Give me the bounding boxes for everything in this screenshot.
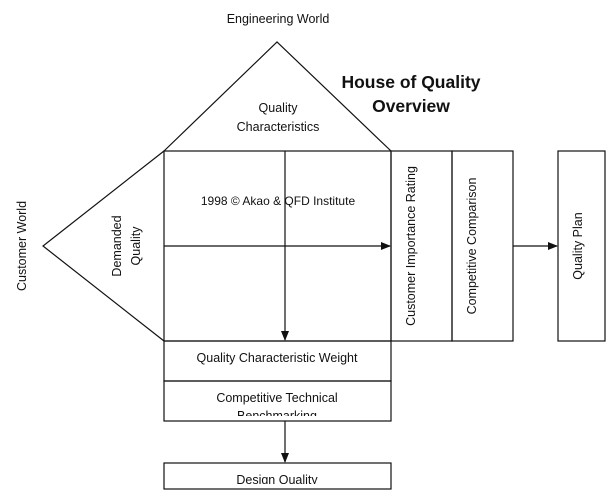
- left-triangle: [42, 150, 165, 342]
- design-quality-box: [163, 462, 392, 490]
- design-quality-label: Design Quality: [236, 473, 318, 487]
- quality-characteristic-weight-label: Quality Characteristic Weight: [197, 351, 358, 365]
- competitive-comparison-label: Competitive Comparison: [465, 178, 479, 315]
- quality-plan-box: [557, 150, 606, 342]
- quality-characteristics-label-line-2: Characteristics: [237, 120, 320, 134]
- customer-importance-rating-box: [390, 150, 453, 342]
- competitive-technical-label-line-2: Benchmarking: [237, 409, 317, 423]
- customer-importance-rating-label: Customer Importance Rating: [404, 166, 418, 326]
- demanded-quality-label-line-2: Quality: [129, 226, 143, 266]
- copyright-watermark: 1998 © Akao & QFD Institute: [201, 194, 356, 208]
- engineering-world-label: Engineering World: [227, 12, 330, 26]
- demanded-quality-label-line-1: Demanded: [110, 215, 124, 276]
- customer-world-label: Customer World: [15, 201, 29, 291]
- title-line-2: Overview: [372, 96, 450, 116]
- competitive-technical-benchmarking-box: [163, 380, 392, 422]
- quality-characteristics-label-line-1: Quality: [259, 101, 299, 115]
- roof-triangle: [163, 41, 392, 152]
- competitive-comparison-box: [451, 150, 514, 342]
- quality-plan-label: Quality Plan: [571, 212, 585, 279]
- competitive-technical-label-line-1: Competitive Technical: [216, 391, 337, 405]
- title-line-1: House of Quality: [341, 72, 480, 92]
